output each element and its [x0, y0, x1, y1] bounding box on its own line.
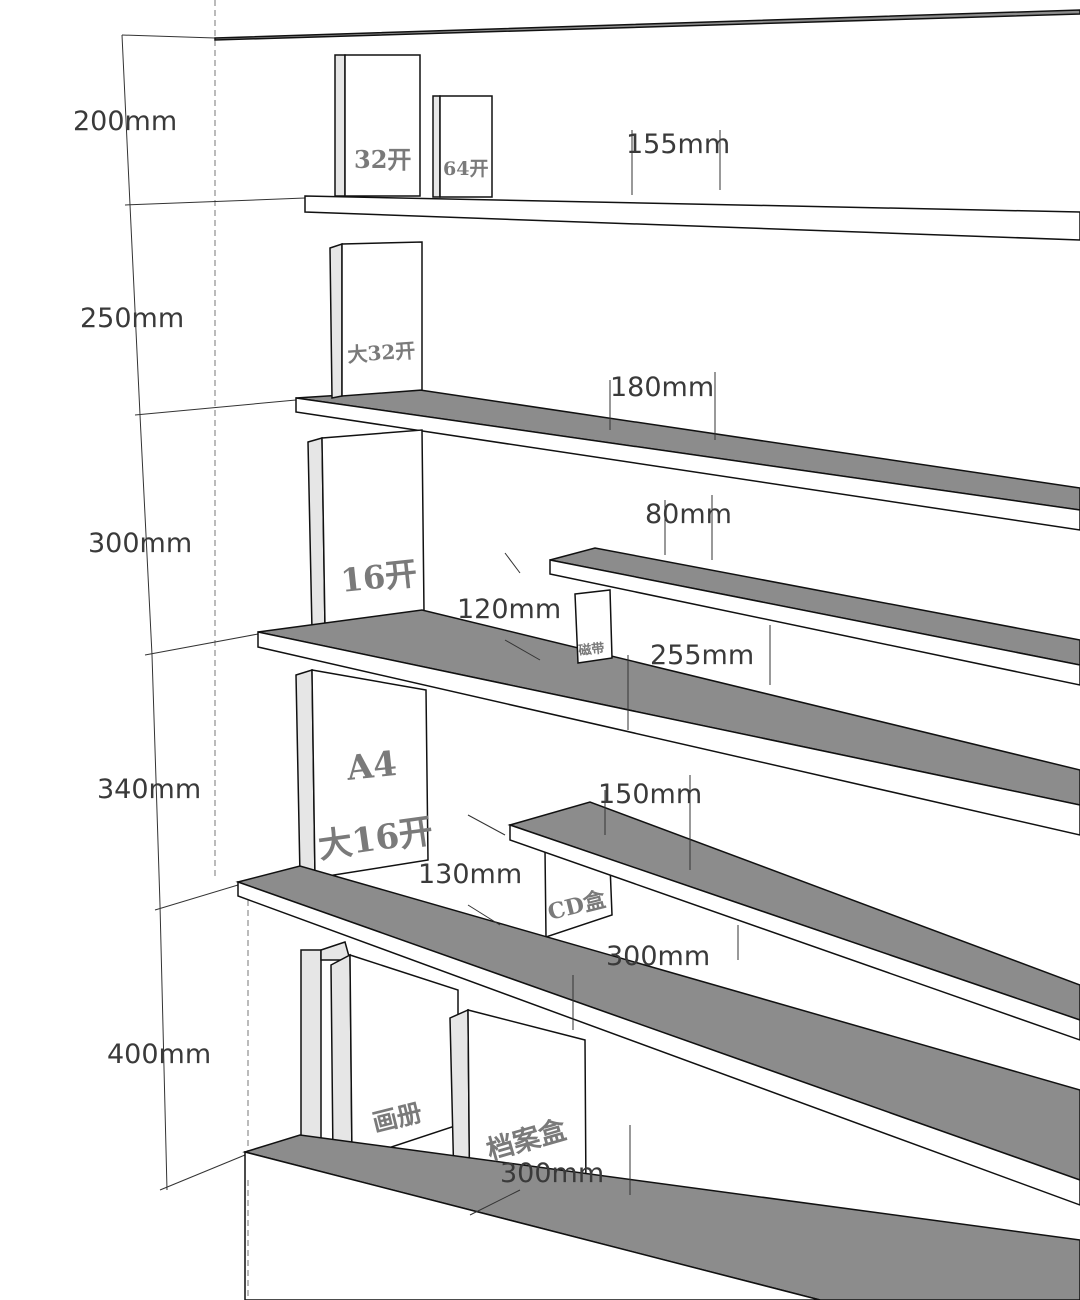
height-label-340: 340mm	[97, 774, 201, 805]
depth-label-shelf4: 300mm	[606, 941, 710, 972]
album-side	[330, 953, 353, 1161]
book-label-tape: 磁带	[578, 640, 606, 659]
album-back	[300, 949, 322, 1146]
height-label-400: 400mm	[107, 1039, 211, 1070]
tape-box	[574, 589, 613, 664]
book-64	[439, 95, 493, 198]
book-32-side	[334, 54, 346, 197]
depth-label-bottom: 300mm	[500, 1158, 604, 1189]
book-label-32: 32开	[354, 145, 411, 174]
book-big32-side	[329, 242, 343, 399]
book-a4	[311, 669, 429, 879]
depth-label-small-lower: 150mm	[598, 779, 702, 810]
depth-label-gap-upper: 120mm	[457, 594, 561, 625]
book-64-side	[432, 95, 441, 198]
extension-line	[159, 1154, 246, 1191]
small-shelf-upper-edge	[549, 559, 1080, 686]
bottom-base	[244, 1151, 821, 1300]
shelf-2-edge	[295, 397, 1080, 531]
book-32	[344, 54, 421, 197]
extension-line	[144, 633, 259, 656]
book-label-16: 16开	[339, 554, 419, 600]
book-big32	[341, 241, 423, 397]
depth-ticks	[467, 130, 771, 1216]
shelf-1	[304, 195, 1080, 241]
height-label-250: 250mm	[80, 303, 184, 334]
extension-line	[121, 34, 216, 39]
extension-line	[124, 197, 306, 206]
depth-label-gap-lower: 130mm	[418, 859, 522, 890]
shelf-4-edge	[237, 880, 1080, 1206]
depth-label-shelf3: 255mm	[650, 640, 754, 671]
ceiling	[214, 9, 1080, 41]
height-dimension-line	[121, 34, 168, 1191]
extension-line	[154, 884, 239, 911]
book-16	[321, 429, 425, 629]
depth-label-small-upper: 80mm	[645, 499, 732, 530]
shelf-3-edge	[257, 631, 1080, 836]
height-label-200: 200mm	[73, 106, 177, 137]
book-label-a4: A4	[344, 744, 399, 789]
book-label-64: 64开	[443, 158, 488, 180]
depth-label-shelf1: 155mm	[626, 129, 730, 160]
book-label-big32: 大32开	[347, 338, 416, 367]
extension-line	[134, 399, 297, 416]
small-shelf-upper-top	[549, 547, 1080, 666]
small-shelf-lower-edge	[509, 823, 1080, 1041]
depth-label-shelf2: 180mm	[610, 372, 714, 403]
height-label-300: 300mm	[88, 528, 192, 559]
